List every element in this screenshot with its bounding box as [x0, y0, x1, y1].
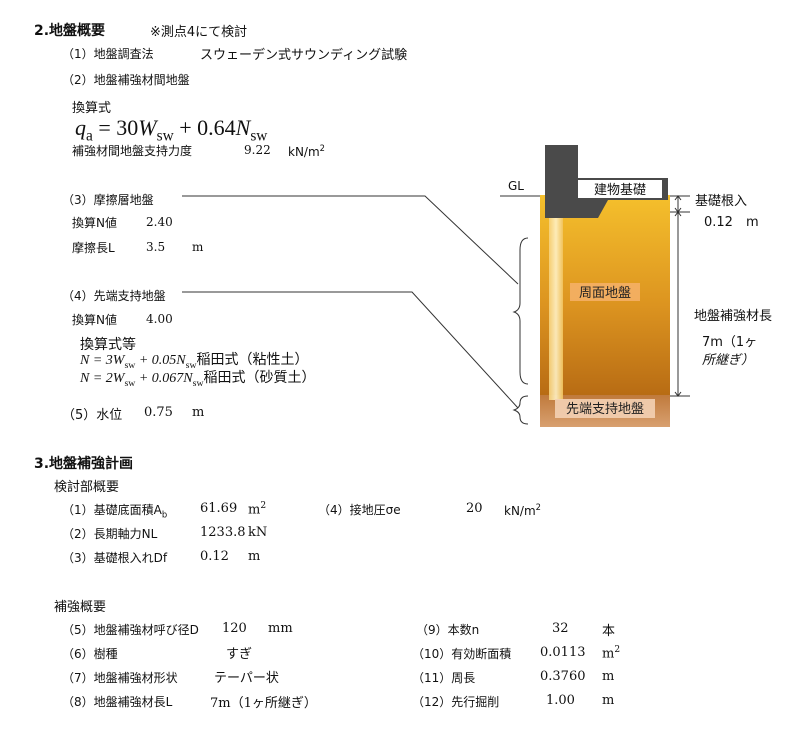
tip-layer-brace	[512, 395, 529, 425]
item5-value: 0.75	[144, 405, 173, 420]
item1-value: スウェーデン式サウンディング試験	[200, 48, 408, 63]
item3-len-value: 3.5	[146, 240, 166, 254]
item5-label: （5）水位	[62, 408, 123, 423]
reinforcement-pile	[549, 205, 563, 400]
row2-value: 1233.8	[200, 525, 246, 540]
item1-label: （1）地盤調査法	[62, 47, 154, 61]
rein-left-value-5: 120	[222, 621, 247, 636]
rein-right-value-12: 1.00	[546, 693, 575, 708]
rein-left-label-6: （6）樹種	[62, 647, 118, 661]
row1-label: （1）基礎底面積Ab	[62, 503, 168, 520]
subsection-study-area: 検討部概要	[54, 480, 120, 495]
section3-heading: 3.地盤補強計画	[34, 456, 134, 472]
rein-left-label-8: （8）地盤補強材長L	[62, 695, 173, 709]
length-label: 地盤補強材長	[694, 309, 772, 324]
inada-formula-clay: N = 3Wsw + 0.05Nsw稲田式（粘性土）	[80, 353, 309, 371]
item3-len-label: 摩擦長L	[72, 241, 115, 255]
depth-label: 基礎根入	[695, 194, 747, 209]
depth-value: 0.12 m	[704, 215, 759, 230]
length-value-line1: 7m（1ヶ	[702, 335, 757, 350]
item3-n-label: 換算N値	[72, 216, 117, 230]
rein-left-value-8: 7m（1ヶ所継ぎ）	[210, 696, 317, 711]
rein-right-value-11: 0.3760	[540, 669, 586, 684]
section2-note: ※測点4にて検討	[150, 25, 248, 40]
item3-len-unit: m	[192, 240, 204, 254]
surrounding-soil-label: 周面地盤	[579, 286, 631, 301]
conv-eq-label: 換算式等	[80, 337, 136, 353]
row3-unit: m	[248, 549, 261, 564]
row1-unit: m2	[248, 501, 267, 518]
rein-right-unit-12: m	[602, 693, 615, 708]
friction-layer-brace	[512, 237, 529, 385]
row1-value: 61.69	[200, 501, 238, 516]
ground-diagram: GL 建物基礎 周面地盤 先端支持地盤 基礎根入 0.12 m 地盤補強材長 7…	[182, 145, 772, 427]
rein-right-label-10: （10）有効断面積	[412, 647, 512, 661]
rein-right-value-9: 32	[552, 621, 569, 636]
conv-label: 換算式	[72, 101, 112, 116]
row4-value: 20	[466, 501, 483, 516]
rein-right-unit-11: m	[602, 669, 615, 684]
foundation-label-bg	[578, 180, 662, 198]
rein-right-label-12: （12）先行掘削	[412, 695, 500, 709]
row2-unit: kN	[248, 525, 268, 540]
foundation-label: 建物基礎	[594, 183, 646, 198]
item4-n-value: 4.00	[146, 312, 173, 326]
tip-soil-label: 先端支持地盤	[566, 402, 644, 417]
rein-right-label-11: （11）周長	[412, 671, 476, 685]
row4-label: （4）接地圧σe	[318, 503, 401, 517]
item3-label: （3）摩擦層地盤	[62, 193, 154, 207]
item4-label: （4）先端支持地盤	[62, 289, 166, 303]
rein-left-label-5: （5）地盤補強材呼び径D	[62, 623, 199, 637]
bearing-formula: qa = 30Wsw + 0.64Nsw	[75, 115, 268, 145]
rein-left-value-6: すぎ	[226, 647, 253, 662]
rein-left-value-7: テーパー状	[214, 671, 279, 686]
bearing-value: 9.22	[244, 143, 271, 157]
item3-n-value: 2.40	[146, 215, 173, 229]
item5-unit: m	[192, 405, 205, 420]
friction-leader-line	[182, 195, 519, 285]
inada-formula-sand: N = 2Wsw + 0.067Nsw稲田式（砂質土）	[80, 371, 316, 389]
row2-label: （2）長期軸力NL	[62, 527, 158, 541]
rein-left-label-7: （7）地盤補強材形状	[62, 671, 178, 685]
subsection-reinforcement: 補強概要	[54, 600, 107, 615]
rein-left-unit-5: mm	[268, 621, 293, 636]
rein-right-unit-9: 本	[602, 624, 616, 639]
section2-heading: 2.地盤概要	[34, 23, 106, 39]
row3-value: 0.12	[200, 549, 229, 564]
row4-unit: kN/m2	[504, 502, 542, 518]
item4-n-label: 換算N値	[72, 313, 117, 327]
rein-right-unit-10: m2	[602, 645, 621, 662]
bearing-label: 補強材間地盤支持力度	[72, 144, 193, 158]
rein-right-label-9: （9）本数n	[416, 623, 480, 637]
rein-right-value-10: 0.0113	[540, 645, 586, 660]
bearing-unit: kN/m2	[288, 143, 326, 159]
item2-label: （2）地盤補強材間地盤	[62, 73, 190, 87]
tip-leader-line	[182, 291, 519, 409]
gl-label: GL	[508, 179, 524, 193]
row3-label: （3）基礎根入れDf	[62, 551, 168, 565]
length-value-line2: 所継ぎ）	[702, 352, 754, 368]
